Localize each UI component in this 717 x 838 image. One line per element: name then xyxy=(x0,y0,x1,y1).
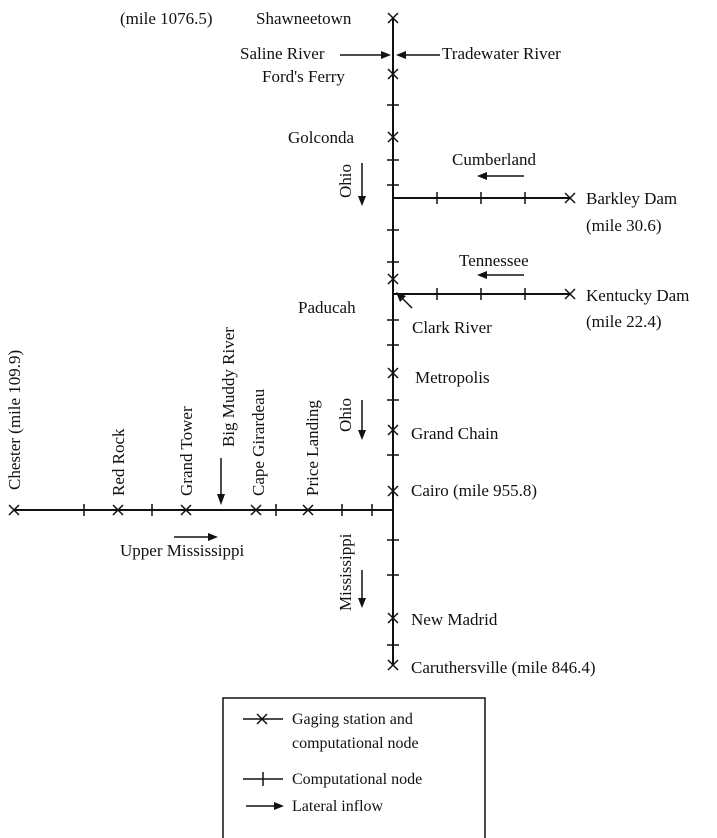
label-cumberland: Cumberland xyxy=(452,150,537,169)
label-grand-chain: Grand Chain xyxy=(411,424,499,443)
label-cairo: Cairo (mile 955.8) xyxy=(411,481,537,500)
vertical-station-labels: Chester (mile 109.9) Red Rock Grand Towe… xyxy=(5,327,322,496)
label-caruthersville: Caruthersville (mile 846.4) xyxy=(411,658,596,677)
legend-box xyxy=(222,697,486,838)
label-shawneetown: Shawneetown xyxy=(256,9,352,28)
label-kentucky-dam-mile: (mile 22.4) xyxy=(586,312,662,331)
cumberland-flow-arrow xyxy=(477,172,524,180)
upper-mississippi-flow-arrow xyxy=(174,533,218,541)
gaging-marker-new-madrid xyxy=(387,612,399,624)
label-ohio-lower: Ohio xyxy=(336,398,355,432)
label-red-rock: Red Rock xyxy=(109,428,128,496)
big-muddy-inflow-arrow xyxy=(217,458,225,505)
gaging-marker-metropolis xyxy=(387,367,399,379)
gaging-marker-caruthersville xyxy=(387,659,399,671)
label-paducah: Paducah xyxy=(298,298,356,317)
gaging-marker-cairo xyxy=(387,485,399,497)
legend-gaging-label-line1: Gaging station and xyxy=(292,711,413,728)
gaging-marker-paducah xyxy=(387,273,399,285)
legend-lateral-symbol xyxy=(246,802,284,810)
label-upper-mississippi: Upper Mississippi xyxy=(120,541,244,560)
saline-river-inflow-arrow xyxy=(340,51,391,59)
gaging-marker-barkley-dam xyxy=(564,192,576,204)
legend-lateral-label: Lateral inflow xyxy=(292,798,384,815)
legend: Gaging station and computational node Co… xyxy=(222,697,486,838)
ohio-lower-flow-arrow xyxy=(358,400,366,440)
gaging-marker-cape-girardeau xyxy=(250,504,262,516)
label-ohio-upper: Ohio xyxy=(336,164,355,198)
label-tradewater-river: Tradewater River xyxy=(442,44,561,63)
legend-gaging-symbol xyxy=(243,713,283,725)
label-barkley-dam: Barkley Dam xyxy=(586,189,677,208)
label-fords-ferry: Ford's Ferry xyxy=(262,67,345,86)
label-saline-river: Saline River xyxy=(240,44,325,63)
label-chester: Chester (mile 109.9) xyxy=(5,350,24,490)
label-barkley-dam-mile: (mile 30.6) xyxy=(586,216,662,235)
label-kentucky-dam: Kentucky Dam xyxy=(586,286,689,305)
label-price-landing: Price Landing xyxy=(303,400,322,496)
gaging-marker-red-rock xyxy=(112,504,124,516)
river-name-labels: Ohio Ohio Mississippi Cumberland Tenness… xyxy=(120,150,537,611)
gaging-marker-grand-tower xyxy=(180,504,192,516)
gaging-markers xyxy=(8,12,576,671)
legend-computational-label: Computational node xyxy=(292,771,422,788)
label-big-muddy-river: Big Muddy River xyxy=(219,327,238,447)
ohio-upper-flow-arrow xyxy=(358,163,366,206)
mississippi-flow-arrow xyxy=(358,570,366,608)
tennessee-flow-arrow xyxy=(477,271,524,279)
label-new-madrid: New Madrid xyxy=(411,610,498,629)
flow-direction-arrows xyxy=(174,163,524,608)
clark-river-inflow-arrow xyxy=(396,292,413,309)
legend-gaging-label-line2: computational node xyxy=(292,735,419,752)
label-metropolis: Metropolis xyxy=(415,368,490,387)
tradewater-river-inflow-arrow xyxy=(396,51,440,59)
lateral-inflow-arrows xyxy=(217,51,440,505)
gaging-marker-kentucky-dam xyxy=(564,288,576,300)
label-tennessee: Tennessee xyxy=(459,251,529,270)
river-lines xyxy=(14,18,570,665)
label-grand-tower: Grand Tower xyxy=(177,406,196,496)
label-shawneetown-mile: (mile 1076.5) xyxy=(120,9,213,28)
gaging-marker-golconda xyxy=(387,131,399,143)
label-golconda: Golconda xyxy=(288,128,355,147)
gaging-marker-chester xyxy=(8,504,20,516)
computational-ticks xyxy=(83,104,526,646)
label-cape-girardeau: Cape Girardeau xyxy=(249,388,268,496)
gaging-marker-price-landing xyxy=(302,504,314,516)
legend-computational-symbol xyxy=(243,772,283,786)
label-mississippi: Mississippi xyxy=(336,533,355,611)
gaging-marker-shawneetown xyxy=(387,12,399,24)
station-labels: (mile 1076.5) Shawneetown Saline River T… xyxy=(120,9,689,677)
gaging-marker-grand-chain xyxy=(387,424,399,436)
gaging-marker-fords-ferry xyxy=(387,68,399,80)
label-clark-river: Clark River xyxy=(412,318,492,337)
